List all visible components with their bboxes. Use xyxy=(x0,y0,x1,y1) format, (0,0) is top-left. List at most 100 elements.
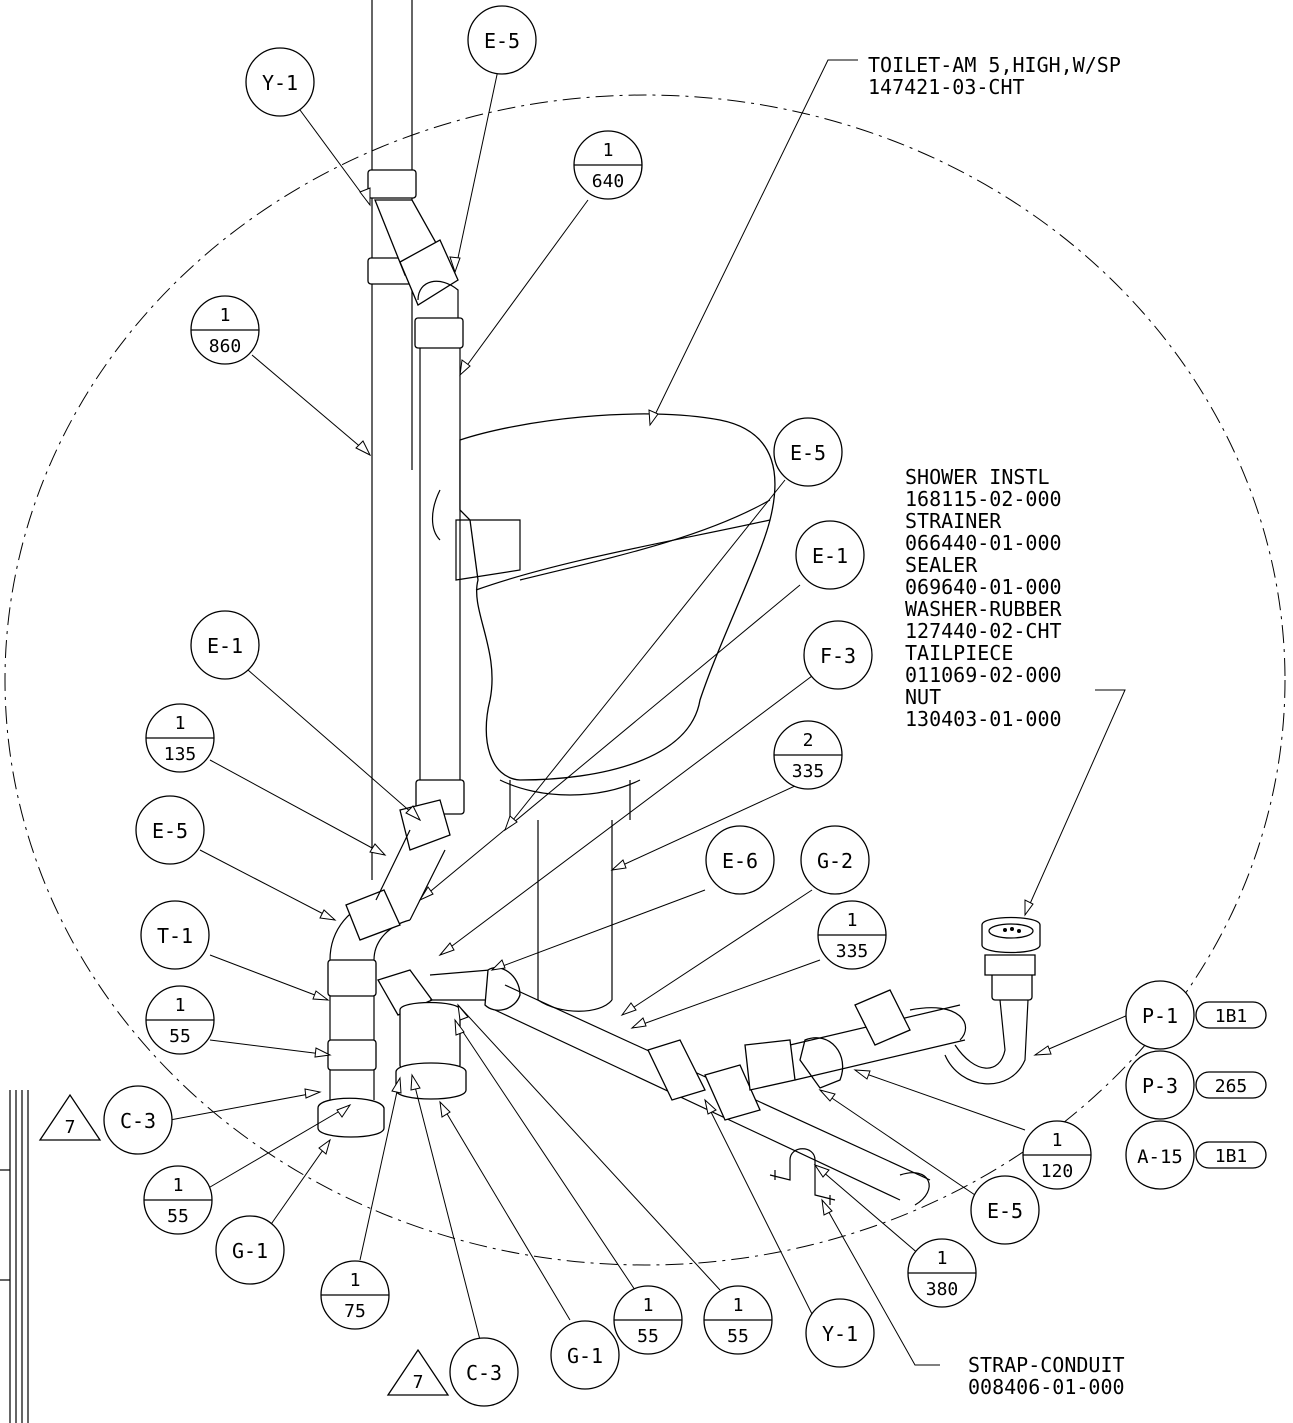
svg-text:335: 335 xyxy=(836,941,869,962)
callout-e1-left: E-1 xyxy=(190,610,260,680)
callout-a15: A-15 1B1 xyxy=(1125,1120,1267,1190)
svg-text:127440-02-CHT: 127440-02-CHT xyxy=(905,619,1062,643)
svg-text:640: 640 xyxy=(592,171,625,192)
callout-1-55-c: 1 55 xyxy=(613,1285,683,1355)
callout-g1-bottom: G-1 xyxy=(550,1320,620,1390)
svg-text:WASHER-RUBBER: WASHER-RUBBER xyxy=(905,597,1062,621)
svg-text:TAILPIECE: TAILPIECE xyxy=(905,641,1013,665)
svg-text:7: 7 xyxy=(413,1372,424,1393)
callout-1-55-d: 1 55 xyxy=(703,1285,773,1355)
svg-text:A-15: A-15 xyxy=(1137,1146,1183,1168)
svg-text:1: 1 xyxy=(220,305,231,326)
callout-1-640: 1 640 xyxy=(573,130,643,200)
note-shower-installation: SHOWER INSTL 168115-02-000 STRAINER 0664… xyxy=(905,465,1062,731)
svg-text:1: 1 xyxy=(1052,1130,1063,1151)
svg-text:P-3: P-3 xyxy=(1142,1074,1178,1098)
callout-y1-bottom: Y-1 xyxy=(805,1298,875,1368)
svg-text:1B1: 1B1 xyxy=(1215,1146,1248,1167)
svg-text:E-1: E-1 xyxy=(812,544,848,568)
svg-text:1: 1 xyxy=(847,910,858,931)
svg-text:1: 1 xyxy=(350,1270,361,1291)
svg-text:147421-03-CHT: 147421-03-CHT xyxy=(868,75,1025,99)
callout-e5-left: E-5 xyxy=(135,795,205,865)
callout-1-120: 1 120 xyxy=(1022,1120,1092,1190)
svg-text:STRAINER: STRAINER xyxy=(905,509,1002,533)
toilet-body xyxy=(431,413,776,820)
vent-pipe-left xyxy=(367,0,417,880)
callout-1-380: 1 380 xyxy=(907,1238,977,1308)
riser-pipe-lower xyxy=(317,899,411,1138)
svg-text:55: 55 xyxy=(167,1206,189,1227)
svg-text:011069-02-000: 011069-02-000 xyxy=(905,663,1062,687)
callout-e5-top: E-5 xyxy=(467,5,537,75)
svg-text:E-1: E-1 xyxy=(207,634,243,658)
callout-e5-right: E-5 xyxy=(970,1175,1040,1245)
elbow-fittings xyxy=(345,799,451,941)
svg-text:066440-01-000: 066440-01-000 xyxy=(905,531,1062,555)
svg-text:1: 1 xyxy=(733,1295,744,1316)
svg-text:120: 120 xyxy=(1041,1161,1074,1182)
callout-e5-mid: E-5 xyxy=(773,417,843,487)
svg-text:1: 1 xyxy=(603,140,614,161)
svg-text:E-5: E-5 xyxy=(484,29,520,53)
note-toilet: TOILET-AM 5,HIGH,W/SP 147421-03-CHT xyxy=(868,53,1121,99)
callout-c3-left: C-3 xyxy=(103,1085,173,1155)
svg-text:Y-1: Y-1 xyxy=(822,1322,858,1346)
svg-text:STRAP-CONDUIT: STRAP-CONDUIT xyxy=(968,1353,1125,1377)
callout-g2: G-2 xyxy=(800,825,870,895)
svg-text:7: 7 xyxy=(65,1117,76,1138)
toilet-pedestal xyxy=(537,820,613,1012)
callout-p3: P-3 265 xyxy=(1125,1050,1267,1120)
callout-1-75: 1 75 xyxy=(320,1260,390,1330)
svg-text:75: 75 xyxy=(344,1301,366,1322)
svg-text:E-5: E-5 xyxy=(987,1199,1023,1223)
svg-text:168115-02-000: 168115-02-000 xyxy=(905,487,1062,511)
svg-text:55: 55 xyxy=(169,1026,191,1047)
callout-e1-right: E-1 xyxy=(795,520,865,590)
svg-text:860: 860 xyxy=(209,336,242,357)
svg-text:135: 135 xyxy=(164,744,197,765)
callout-f3: F-3 xyxy=(803,620,873,690)
leader-lines xyxy=(169,59,1129,1366)
wye-fitting-top xyxy=(374,199,459,306)
callout-1-135: 1 135 xyxy=(145,703,215,773)
svg-text:E-5: E-5 xyxy=(790,441,826,465)
svg-text:P-1: P-1 xyxy=(1142,1004,1178,1028)
svg-text:F-3: F-3 xyxy=(820,644,856,668)
svg-text:E-6: E-6 xyxy=(722,849,758,873)
svg-text:2: 2 xyxy=(803,730,814,751)
callout-t1: T-1 xyxy=(140,900,210,970)
vent-pipe-right xyxy=(414,280,465,815)
callout-2-335: 2 335 xyxy=(773,720,843,790)
revision-triangle-bottom: 7 xyxy=(386,1348,450,1396)
callout-e6: E-6 xyxy=(705,825,775,895)
svg-text:C-3: C-3 xyxy=(120,1109,156,1133)
callout-1-335: 1 335 xyxy=(817,900,887,970)
svg-text:1: 1 xyxy=(643,1295,654,1316)
callout-1-55-b: 1 55 xyxy=(143,1165,213,1235)
horizontal-drain-pipe xyxy=(377,967,931,1206)
svg-text:1B1: 1B1 xyxy=(1215,1006,1248,1027)
note-strap-conduit: STRAP-CONDUIT 008406-01-000 xyxy=(968,1353,1125,1399)
svg-text:C-3: C-3 xyxy=(466,1361,502,1385)
callout-c3-bottom: C-3 xyxy=(449,1337,519,1407)
svg-text:G-1: G-1 xyxy=(232,1239,268,1263)
svg-text:1: 1 xyxy=(937,1248,948,1269)
svg-text:380: 380 xyxy=(926,1279,959,1300)
sheet-border xyxy=(0,1090,29,1423)
svg-text:008406-01-000: 008406-01-000 xyxy=(968,1375,1125,1399)
revision-triangle-left: 7 xyxy=(38,1093,102,1141)
svg-text:265: 265 xyxy=(1215,1076,1248,1097)
svg-text:55: 55 xyxy=(637,1326,659,1347)
svg-text:NUT: NUT xyxy=(905,685,941,709)
callout-p1: P-1 1B1 xyxy=(1125,980,1267,1050)
svg-text:Y-1: Y-1 xyxy=(262,71,298,95)
callout-1-860: 1 860 xyxy=(190,295,260,365)
svg-text:E-5: E-5 xyxy=(152,819,188,843)
callout-y1-top: Y-1 xyxy=(245,47,315,117)
svg-text:SEALER: SEALER xyxy=(905,553,978,577)
svg-text:TOILET-AM 5,HIGH,W/SP: TOILET-AM 5,HIGH,W/SP xyxy=(868,53,1121,77)
svg-text:G-2: G-2 xyxy=(817,849,853,873)
callout-1-55-a: 1 55 xyxy=(145,985,215,1055)
